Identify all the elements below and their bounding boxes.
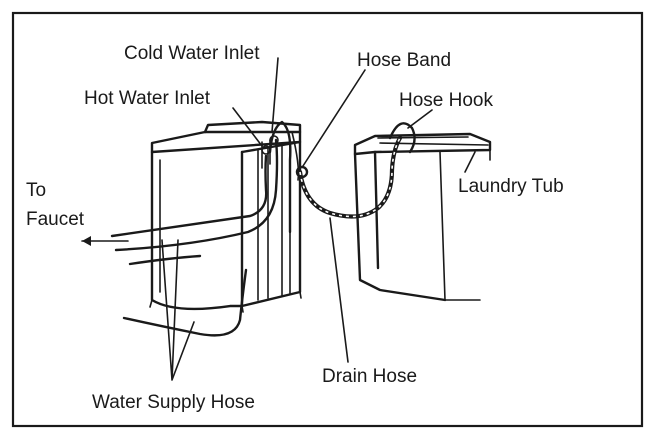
water-supply-hoses	[110, 120, 292, 337]
laundry-tub-illustration	[353, 122, 492, 302]
diagram-frame	[11, 11, 644, 428]
label-cold-water-inlet: Cold Water Inlet	[124, 43, 260, 64]
label-to: To	[26, 180, 46, 201]
washing-machine-illustration	[149, 120, 302, 313]
label-laundry-tub: Laundry Tub	[458, 176, 564, 197]
label-drain-hose: Drain Hose	[322, 366, 417, 387]
label-water-supply-hose: Water Supply Hose	[92, 392, 255, 413]
label-hot-water-inlet: Hot Water Inlet	[84, 88, 211, 109]
label-hose-band: Hose Band	[357, 50, 451, 71]
label-faucet: Faucet	[26, 209, 85, 230]
drain-hose-illustration	[295, 135, 403, 219]
leader-lines	[161, 57, 476, 381]
faucet-arrow	[81, 236, 129, 246]
label-hose-hook: Hose Hook	[399, 90, 493, 111]
